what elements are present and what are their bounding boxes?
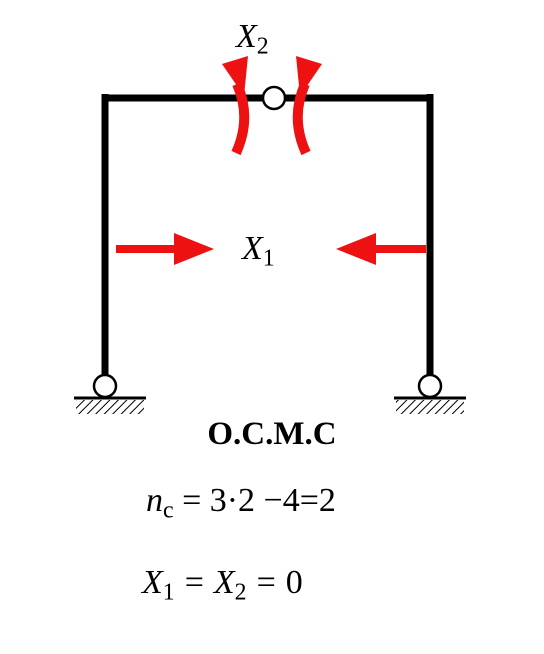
label-x2: X2 [236,18,269,60]
left-base-hinge [92,373,118,399]
top-hinge [261,85,287,111]
left-ground-support [74,396,146,414]
left-moment-arrow [222,56,250,156]
right-moment-arrow [292,56,322,156]
right-ground-support [394,396,466,414]
right-base-hinge [417,373,443,399]
label-x1: X1 [242,230,275,272]
left-force-arrow [116,233,214,265]
formula-result: X1=X2=0 [142,564,303,606]
right-force-arrow [336,233,426,265]
formula-nc: nc = 3·2 −4=2 [146,482,336,524]
system-title: О.С.М.С [207,416,337,452]
